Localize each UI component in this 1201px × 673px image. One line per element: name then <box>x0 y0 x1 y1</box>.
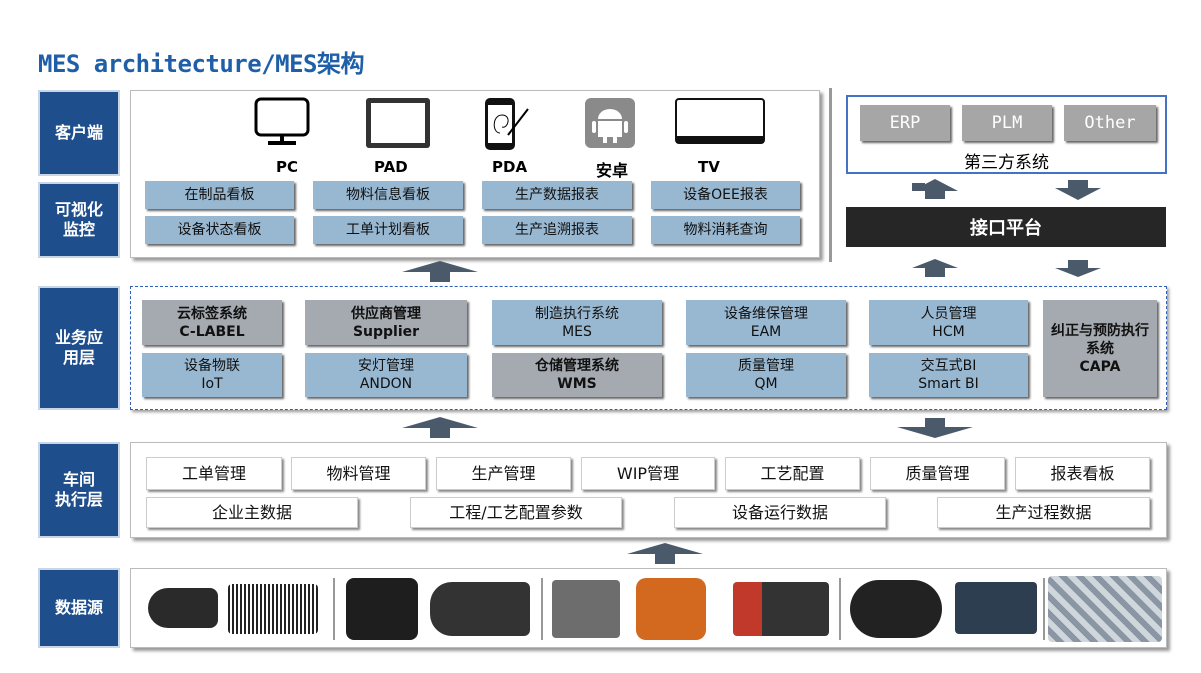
pda-icon <box>485 98 529 150</box>
biz-en: C-LABEL <box>179 323 245 340</box>
visual-item: 工单计划看板 <box>313 216 463 244</box>
biz-en: MES <box>562 323 592 340</box>
biz-cn: 设备维保管理 <box>724 305 808 322</box>
layer-data: 数据源 <box>38 568 120 648</box>
biz-cn: 制造执行系统 <box>535 305 619 322</box>
visual-item: 生产追溯报表 <box>482 216 632 244</box>
biz-cn: 质量管理 <box>738 358 794 374</box>
pad-icon <box>366 98 430 148</box>
device-label-pad: PAD <box>374 158 408 176</box>
layer-shop: 车间 执行层 <box>38 442 120 538</box>
divider <box>1043 578 1045 640</box>
serial-cables-image <box>850 580 942 638</box>
biz-smartbi: 交互式BI Smart BI <box>869 353 1028 397</box>
layer-client: 客户端 <box>38 90 120 176</box>
device-label-pda: PDA <box>492 158 528 176</box>
divider <box>829 88 832 262</box>
visual-item: 生产数据报表 <box>482 181 632 209</box>
visual-item: 设备OEE报表 <box>651 181 800 209</box>
divider <box>333 578 335 640</box>
other-box: Other <box>1064 105 1156 141</box>
pc-icon <box>254 97 310 145</box>
device-label-tv: TV <box>698 158 720 176</box>
erp-box: ERP <box>860 105 950 141</box>
biz-cn: 仓储管理系统 <box>535 358 619 374</box>
cnc-machine-image <box>552 580 620 638</box>
shop-item: 物料管理 <box>291 457 426 490</box>
sensors-collage-image <box>1048 576 1162 642</box>
biz-wms: 仓储管理系统 WMS <box>492 353 662 397</box>
shop-item: 生产过程数据 <box>937 497 1150 528</box>
device-label-android: 安卓 <box>596 161 629 180</box>
biz-en: IoT <box>201 376 223 392</box>
biz-cn: 云标签系统 <box>177 305 247 322</box>
biz-en: ANDON <box>359 376 413 392</box>
plc-image <box>733 582 829 636</box>
arrow-down-icon <box>897 418 973 438</box>
shop-item: 工单管理 <box>146 457 282 490</box>
biz-en: EAM <box>750 323 782 340</box>
third-party-label: 第三方系统 <box>964 153 1049 173</box>
shop-item: WIP管理 <box>581 457 715 490</box>
visual-item: 物料消耗查询 <box>651 216 800 244</box>
industrial-camera-image <box>430 582 530 636</box>
biz-cn: 纠正与预防执行系统 <box>1051 322 1149 357</box>
visual-item: 在制品看板 <box>145 181 294 209</box>
interface-platform: 接口平台 <box>846 207 1166 247</box>
shop-item: 报表看板 <box>1015 457 1150 490</box>
android-icon <box>585 98 635 148</box>
plm-box: PLM <box>962 105 1052 141</box>
layer-visual: 可视化 监控 <box>38 182 120 258</box>
biz-en: CAPA <box>1079 358 1121 375</box>
biz-andon: 安灯管理 ANDON <box>305 353 467 397</box>
arrow-up-icon <box>912 259 958 277</box>
biz-en: Supplier <box>352 323 420 340</box>
biz-en: WMS <box>557 376 597 392</box>
arrow-up-icon <box>912 179 958 199</box>
business-panel <box>130 286 1167 410</box>
io-converter-image <box>955 582 1037 634</box>
arrow-up-icon <box>402 261 478 282</box>
shop-item: 工艺配置 <box>725 457 860 490</box>
biz-cn: 安灯管理 <box>358 358 414 374</box>
arrow-down-icon <box>1055 180 1101 200</box>
biz-cn: 人员管理 <box>920 305 977 322</box>
shop-item: 生产管理 <box>436 457 571 490</box>
divider <box>541 578 543 640</box>
shop-item: 企业主数据 <box>146 497 358 528</box>
barcode-labels-image <box>228 584 318 634</box>
pda-device-image <box>346 578 418 640</box>
layer-business: 业务应 用层 <box>38 286 120 410</box>
biz-qm: 质量管理 QM <box>686 353 846 397</box>
barcode-scanner-image <box>148 588 218 628</box>
device-label-pc: PC <box>276 158 299 176</box>
tv-icon <box>675 98 765 144</box>
biz-en: Smart BI <box>918 376 979 392</box>
third-party-box <box>846 95 1167 174</box>
arrow-up-icon <box>627 543 703 564</box>
robot-arm-image <box>636 578 706 640</box>
biz-en: QM <box>754 376 778 392</box>
biz-en: HCM <box>932 323 965 340</box>
biz-cn: 交互式BI <box>920 358 977 374</box>
divider <box>839 578 841 640</box>
arrow-down-icon <box>1055 260 1101 277</box>
page-title: MES architecture/MES架构 <box>38 50 364 78</box>
shop-item: 质量管理 <box>870 457 1005 490</box>
visual-item: 物料信息看板 <box>313 181 463 209</box>
biz-cn: 设备物联 <box>184 358 240 374</box>
biz-cn: 供应商管理 <box>351 305 421 322</box>
biz-iot: 设备物联 IoT <box>142 353 282 397</box>
visual-item: 设备状态看板 <box>145 216 294 244</box>
arrow-up-icon <box>402 417 478 438</box>
shop-item: 设备运行数据 <box>674 497 886 528</box>
shop-item: 工程/工艺配置参数 <box>410 497 622 528</box>
